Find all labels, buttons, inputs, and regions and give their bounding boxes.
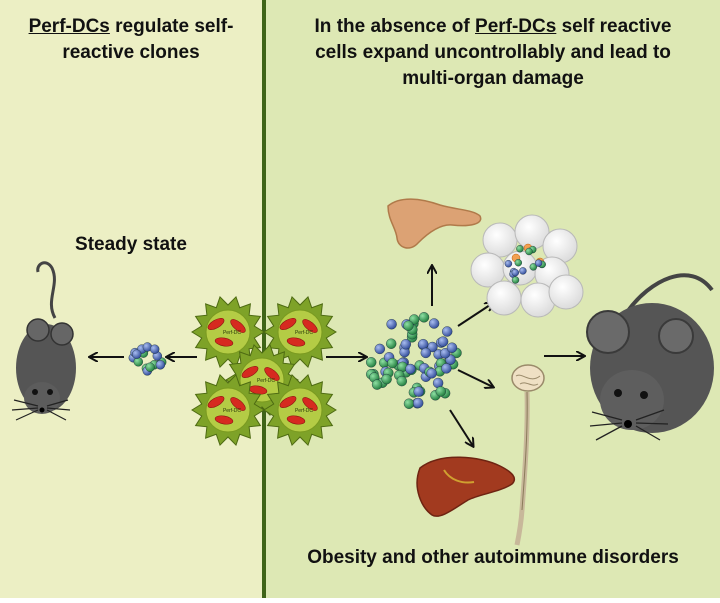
green-t-cell [525,247,533,256]
blue-t-cell [534,259,543,267]
blue-t-cell [374,343,385,355]
right-title-c: self reactive [556,16,672,37]
left-title-line2: reactive clones [62,42,200,63]
pancreatic-islet-icon [470,214,584,318]
regulated-clone-cluster [128,342,167,376]
blue-t-cell [426,368,437,379]
blue-t-cell [413,397,424,409]
left-title-perf-dcs: Perf-DCs [28,16,110,37]
bottom-caption: Obesity and other autoimmune disorders [266,545,720,571]
blue-t-cell [504,260,513,268]
right-title-perf-dcs: Perf-DCs [475,16,557,37]
green-t-cell [435,386,446,397]
green-t-cell [387,357,398,369]
right-title: In the absence of Perf-DCs self reactive… [266,14,720,92]
blue-t-cell [418,339,429,350]
green-t-cell [133,357,144,367]
blue-t-cell [428,318,440,329]
blue-t-cell [519,267,527,275]
healthy-mouse-icon [11,261,76,421]
green-t-cell [529,263,537,271]
blue-t-cell [440,348,451,359]
blue-t-cell [511,268,519,277]
green-t-cell [514,259,522,267]
liver-icon [416,456,516,517]
perf-dc-cell: Perf-DC [191,373,265,447]
perf-dc-cluster: Perf-DC Perf-DC Perf-DC Perf-DC Perf-DC [191,295,337,447]
green-t-cell [386,338,397,349]
blue-t-cell [155,360,166,370]
left-title: Perf-DCs regulate self- reactive clones [0,14,262,66]
blue-t-cell [437,336,449,347]
right-title-a: In the absence of [314,16,476,37]
blue-t-cell [420,347,431,359]
green-t-cell [145,362,155,372]
perf-dc-label: Perf-DC [257,378,275,384]
perf-dc-cell: Perf-DC [263,373,337,447]
right-title-line2: cells expand uncontrollably and lead to [315,42,671,63]
green-t-cell [366,357,377,368]
right-title-line3: multi-organ damage [402,68,584,89]
perf-dc-cell: Perf-DC [263,295,337,369]
green-t-cell [381,373,392,385]
bottom-caption-text: Obesity and other autoimmune disorders [307,547,679,568]
green-t-cell [516,245,524,253]
green-t-cell [371,379,383,390]
arrow-to-islet [457,303,493,327]
blue-t-cell [442,326,453,337]
brain-spinal-cord-icon [511,364,545,546]
blue-t-cell [400,339,411,350]
green-t-cell [396,375,407,387]
pancreas-icon [387,198,482,249]
perf-dc-label: Perf-DC [223,408,241,414]
blue-t-cell [149,344,160,354]
blue-t-cell [441,363,452,374]
perf-dc-label: Perf-DC [295,330,313,336]
blue-t-cell [446,342,458,353]
perf-dc-label: Perf-DC [295,408,313,414]
blue-t-cell [386,319,397,330]
blue-t-cell [405,363,416,375]
steady-state-label: Steady state [0,232,262,258]
expanded-clone-cluster [366,312,462,409]
diseased-mouse-icon [586,273,714,441]
arrow-to-brain [457,369,493,387]
green-t-cell [511,276,520,284]
left-title-rest: regulate self- [109,16,234,37]
green-t-cell [403,398,415,409]
green-t-cell [418,312,430,323]
blue-t-cell [131,349,142,359]
green-t-cell [403,320,414,331]
left-panel-background [0,0,262,598]
steady-state-text: Steady state [75,234,187,255]
arrow-to-liver [449,409,473,446]
blue-t-cell [413,386,424,397]
perf-dc-label: Perf-DC [223,330,241,336]
